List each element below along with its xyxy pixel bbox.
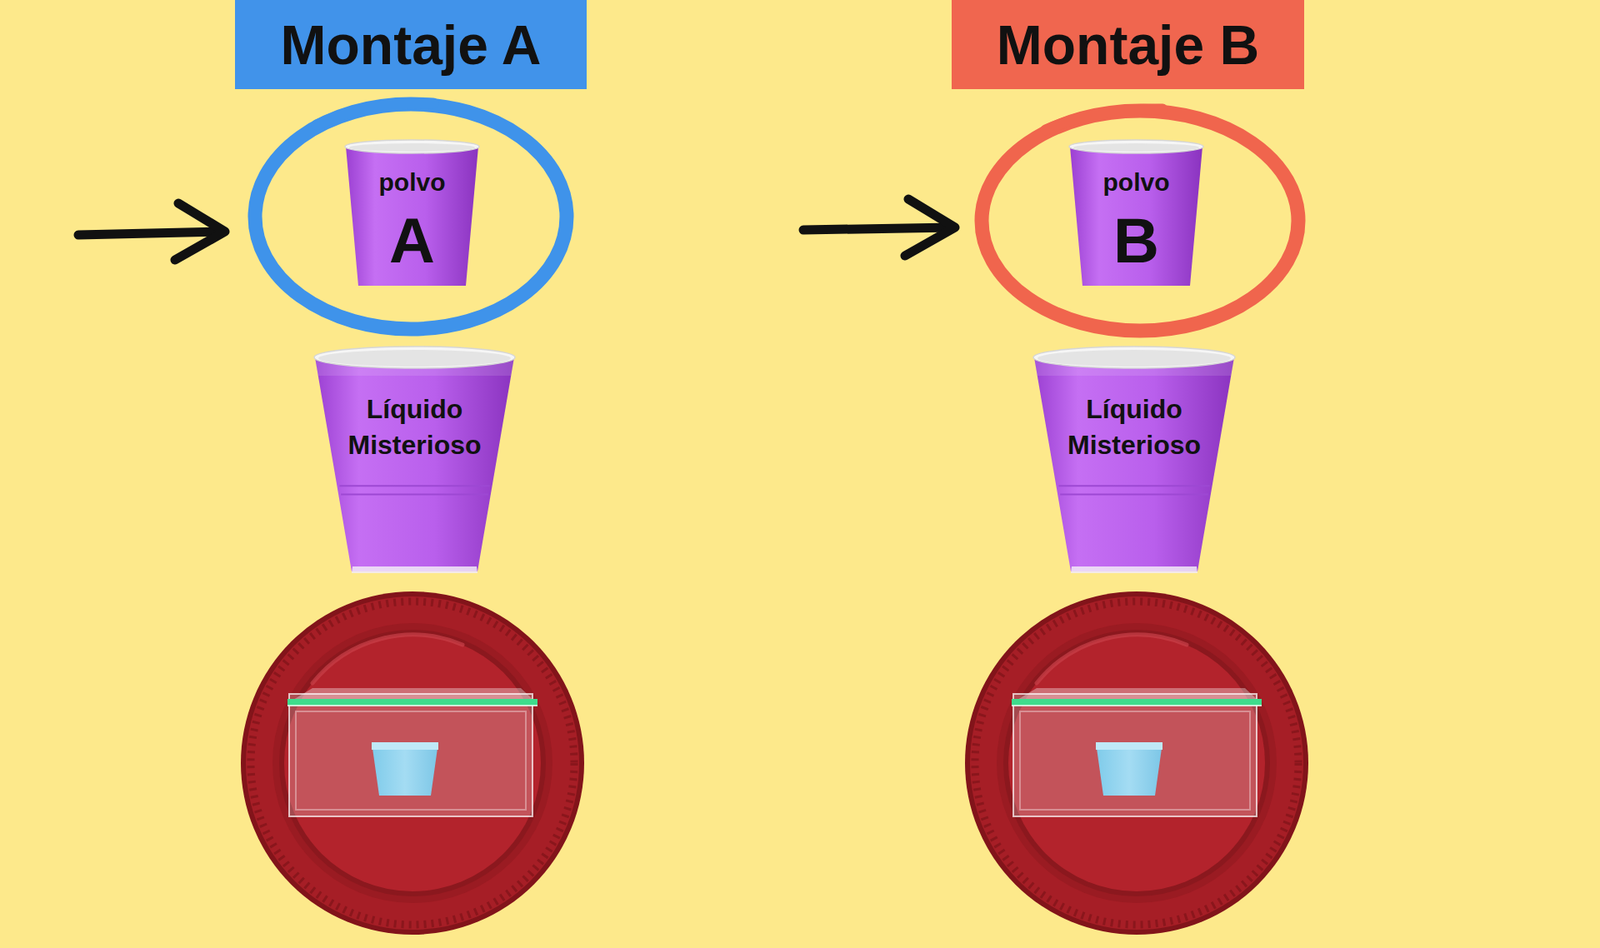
- cup-rim: [314, 346, 515, 369]
- cup-ridge: [340, 493, 489, 495]
- cup-opening: [318, 350, 511, 367]
- powder-cup: polvoB: [1069, 140, 1204, 291]
- pointer-arrow: [803, 199, 955, 256]
- liquid-cup: Líquido Misterioso: [314, 346, 515, 577]
- cup-ridge: [1060, 493, 1209, 495]
- cup-label: polvo: [1078, 168, 1195, 196]
- cup-ridge: [339, 485, 490, 487]
- cup-base: [351, 566, 478, 574]
- cup-body: [315, 357, 515, 572]
- cup-label: Líquido Misterioso: [1046, 391, 1222, 464]
- cup-opening: [349, 143, 475, 152]
- cup-rim: [1069, 140, 1204, 154]
- cup-body: [345, 146, 479, 286]
- cup-label: Líquido Misterioso: [327, 391, 503, 464]
- cup-letter: B: [1078, 209, 1195, 273]
- title-band: Montaje A: [235, 0, 587, 90]
- powder-cup: polvoA: [345, 140, 480, 291]
- cup-rim: [1033, 346, 1235, 369]
- cup-ridge: [1058, 485, 1210, 487]
- cup-shape: [1033, 346, 1235, 577]
- cup-opening: [1037, 350, 1231, 367]
- liquid-cup: Líquido Misterioso: [1033, 346, 1235, 577]
- cup-label: polvo: [354, 168, 471, 196]
- plate-with-bag: [965, 591, 1309, 935]
- cup-opening: [1073, 143, 1200, 152]
- plate-with-bag: [240, 591, 585, 935]
- cup-body: [1034, 357, 1235, 572]
- cup-letter: A: [354, 209, 471, 273]
- cup-base: [1070, 566, 1198, 574]
- cup-body: [1070, 146, 1203, 286]
- highlight-circle: [981, 110, 1299, 331]
- cup-shape: [314, 346, 515, 577]
- highlight-circle: [255, 104, 567, 330]
- title-band: Montaje B: [951, 0, 1305, 90]
- setup-title: Montaje A: [280, 17, 542, 73]
- pointer-arrow: [78, 203, 225, 260]
- cup-rim: [345, 140, 480, 154]
- setup-title: Montaje B: [996, 17, 1260, 73]
- highlight-circle-stroke: [316, 103, 434, 125]
- highlight-circle-stroke: [1045, 109, 1163, 130]
